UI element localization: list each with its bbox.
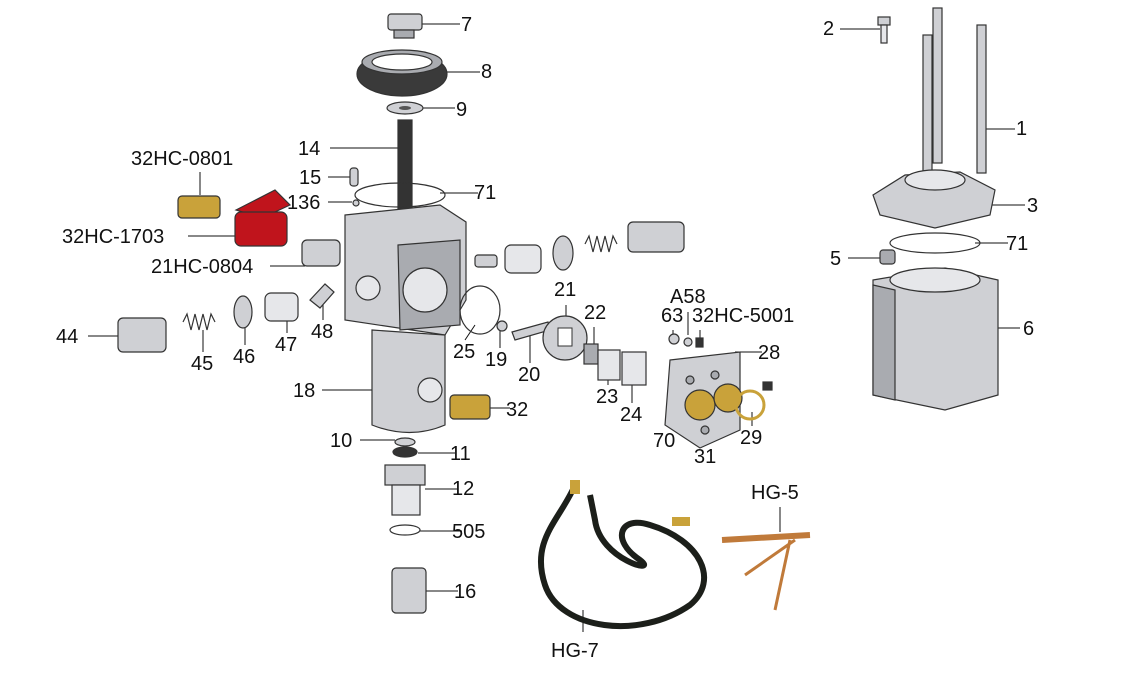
ring-136 xyxy=(352,199,360,207)
label-63: 63 xyxy=(661,305,684,327)
oring-25 xyxy=(459,285,501,335)
seal-8 xyxy=(356,49,448,97)
label-18: 18 xyxy=(293,380,316,402)
label-9: 9 xyxy=(456,99,468,121)
plate-24 xyxy=(621,351,647,386)
label-5: 5 xyxy=(830,248,842,270)
label-45: 45 xyxy=(191,353,214,375)
disc-slot xyxy=(557,327,573,347)
label-HG-7: HG-7 xyxy=(551,640,599,662)
rod-1a xyxy=(976,24,987,174)
seal-11 xyxy=(392,446,418,458)
screw-32HC-5001 xyxy=(695,337,704,348)
label-32: 32 xyxy=(506,399,529,421)
bolt-2 xyxy=(880,24,888,44)
plate-23 xyxy=(597,349,621,381)
hose-end xyxy=(672,517,690,526)
label-16: 16 xyxy=(454,581,477,603)
rod-14 xyxy=(397,119,413,216)
label-48: 48 xyxy=(311,321,334,343)
label-505: 505 xyxy=(452,521,486,543)
oring-505 xyxy=(389,524,421,536)
label-20: 20 xyxy=(518,364,541,386)
hose-end xyxy=(570,480,580,494)
label-21HC-0804: 21HC-0804 xyxy=(151,256,254,278)
oring-71b xyxy=(889,232,981,254)
label-A58: A58 xyxy=(670,286,706,308)
rod-1c xyxy=(922,34,933,191)
label-29: 29 xyxy=(740,427,763,449)
label-25: 25 xyxy=(453,341,476,363)
label-32HC-1703: 32HC-1703 xyxy=(62,226,165,248)
washer xyxy=(552,235,574,271)
coupler-16 xyxy=(391,567,427,614)
label-28: 28 xyxy=(758,342,781,364)
label-11: 11 xyxy=(450,443,471,465)
spring-45 xyxy=(182,312,216,331)
oring-71 xyxy=(354,182,446,208)
label-6: 6 xyxy=(1023,318,1035,340)
valve-32HC-1703 xyxy=(234,189,292,247)
label-70: 70 xyxy=(653,430,676,452)
part-5 xyxy=(879,249,896,265)
label-44: 44 xyxy=(56,326,79,348)
washer-10 xyxy=(394,437,416,447)
grease-gun-HG-5 xyxy=(721,532,811,611)
nut-63 xyxy=(668,333,680,345)
label-136: 136 xyxy=(287,192,321,214)
label-12: 12 xyxy=(452,478,475,500)
label-3: 3 xyxy=(1027,195,1039,217)
label-32HC-5001: 32HC-5001 xyxy=(692,305,795,327)
bolt-7 xyxy=(387,13,423,39)
label-46: 46 xyxy=(233,346,256,368)
plug-44 xyxy=(117,317,167,353)
block-22 xyxy=(583,343,599,365)
pin xyxy=(474,254,498,268)
label-10: 10 xyxy=(330,430,353,452)
label-21: 21 xyxy=(554,279,577,301)
cylinder-6 xyxy=(872,267,999,411)
label-47: 47 xyxy=(275,334,298,356)
fitting-21HC-0804 xyxy=(301,239,341,267)
label-23: 23 xyxy=(596,386,619,408)
label-8: 8 xyxy=(481,61,493,83)
label-7: 7 xyxy=(461,14,473,36)
label-71b: 71 xyxy=(1006,233,1029,255)
washer-9 xyxy=(386,101,424,115)
pin-15 xyxy=(349,167,359,187)
label-31: 31 xyxy=(694,446,717,468)
sleeve-47 xyxy=(264,292,299,322)
fitting-32 xyxy=(449,394,491,420)
label-24: 24 xyxy=(620,404,643,426)
washer-A58 xyxy=(683,337,693,347)
hose-HG-7 xyxy=(537,483,708,629)
spring xyxy=(584,234,618,253)
fitting-12 xyxy=(384,464,426,516)
label-2: 2 xyxy=(823,18,835,40)
sleeve xyxy=(504,244,542,274)
washer-46 xyxy=(233,295,253,329)
label-HG-5: HG-5 xyxy=(751,482,799,504)
main-body xyxy=(344,204,467,434)
fitting-32HC-0801 xyxy=(177,195,221,219)
label-22: 22 xyxy=(584,302,607,324)
ring-29 xyxy=(734,389,766,421)
plug xyxy=(627,221,685,253)
label-71: 71 xyxy=(474,182,497,204)
rod-1b xyxy=(932,7,943,164)
screw-19 xyxy=(496,320,508,332)
label-32HC-0801: 32HC-0801 xyxy=(131,148,234,170)
label-15: 15 xyxy=(299,167,322,189)
bolt-2-head xyxy=(877,16,891,26)
label-1: 1 xyxy=(1016,118,1028,140)
cap-3 xyxy=(872,169,996,229)
label-14: 14 xyxy=(298,138,321,160)
label-19: 19 xyxy=(485,349,508,371)
block-28 xyxy=(664,351,743,449)
setscrew xyxy=(762,381,773,391)
clip-48 xyxy=(309,283,335,309)
